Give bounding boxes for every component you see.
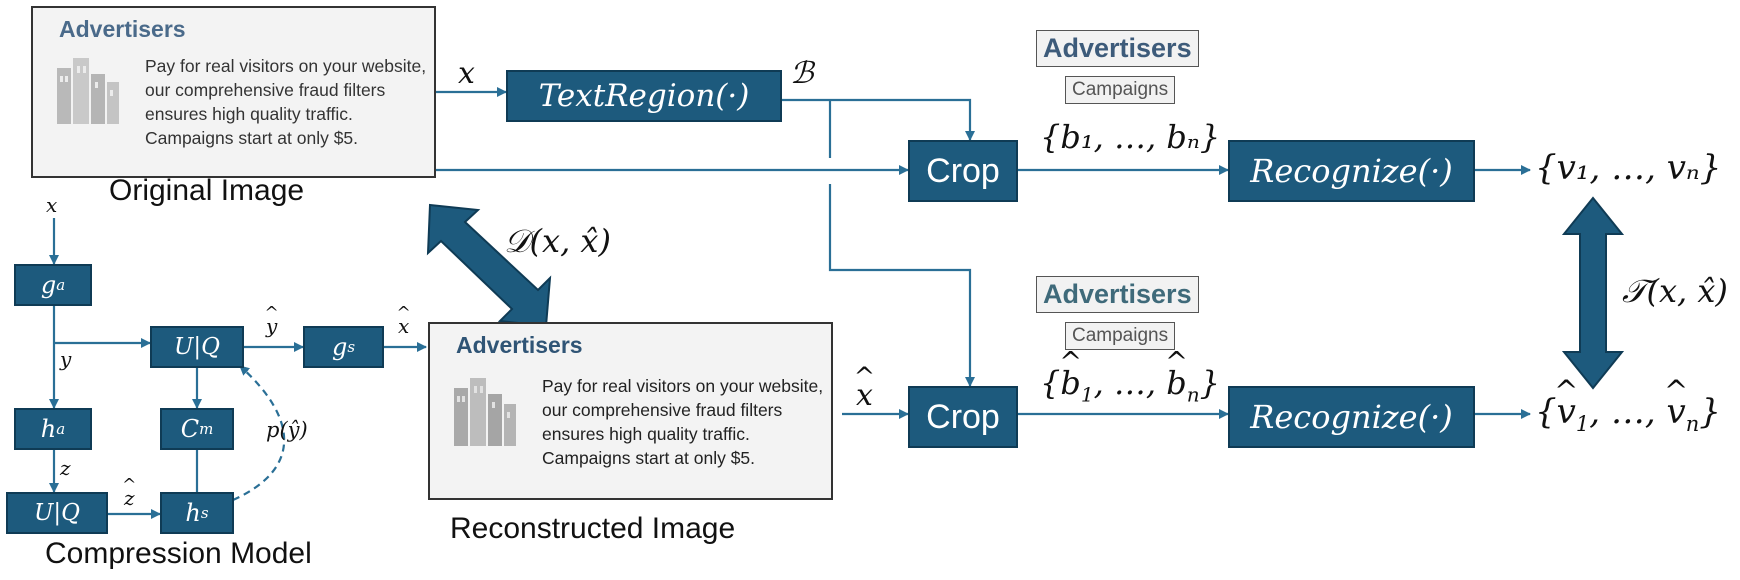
crop-bottom-sub: Campaigns xyxy=(1065,322,1176,350)
boxes-top: {b₁, …, bₙ} xyxy=(1040,118,1221,156)
label-z: z xyxy=(60,456,71,480)
original-image-caption: Original Image xyxy=(109,174,305,207)
arrow-phat-dashed xyxy=(232,365,286,502)
recognize-top-block: Recognize(·) xyxy=(1228,140,1475,202)
original-image: Advertisers Pay for real visitors on you… xyxy=(31,6,436,178)
label-x-input: x xyxy=(458,56,475,91)
crop-top-block: Crop xyxy=(908,140,1018,202)
text-metric-double-arrow xyxy=(1561,196,1625,390)
original-image-title: Advertisers xyxy=(59,16,186,42)
textregion-block: TextRegion(·) xyxy=(506,70,782,122)
label-y: y xyxy=(60,347,72,371)
outputs-top: {v₁, …, vₙ} xyxy=(1535,148,1722,188)
reconstructed-image-caption: Reconstructed Image xyxy=(450,512,736,545)
uq-bottom-block: U|Q xyxy=(6,492,108,534)
label-x-hat: x xyxy=(856,378,873,413)
text-metric-label: 𝒯(x, x̂) xyxy=(1622,272,1728,310)
label-y-hat: y xyxy=(266,314,277,338)
buildings-icon xyxy=(454,378,516,446)
label-z-hat: z xyxy=(124,486,135,510)
original-image-body: Pay for real visitors on your website, o… xyxy=(145,56,427,148)
uq-top-block: U|Q xyxy=(150,326,244,368)
crop-top-title: Advertisers xyxy=(1036,30,1199,67)
label-x: x xyxy=(46,193,58,217)
boxes-bottom: {b1, …, bn} xyxy=(1040,364,1220,406)
crop-bottom-block: Crop xyxy=(908,386,1018,448)
recognize-bottom-block: Recognize(·) xyxy=(1228,386,1475,448)
label-B: ℬ xyxy=(790,56,814,91)
distortion-label: 𝒟(x, x̂) xyxy=(504,222,611,260)
compression-model-caption: Compression Model xyxy=(45,537,312,570)
outputs-bottom: {v1, …, vn} xyxy=(1535,392,1721,436)
reconstructed-image-title: Advertisers xyxy=(456,332,583,358)
label-x-hat-small: x xyxy=(398,314,409,338)
reconstructed-image-body: Pay for real visitors on your website, o… xyxy=(542,376,824,468)
reconstructed-image: Advertisers Pay for real visitors on you… xyxy=(428,322,833,500)
line-B-down-lower xyxy=(828,184,975,387)
arrow-B-to-crop-top xyxy=(782,98,975,141)
label-p-y-hat: p(ŷ) xyxy=(266,418,308,442)
buildings-icon xyxy=(57,58,119,124)
crop-top-sub: Campaigns xyxy=(1065,76,1176,104)
crop-bottom-title: Advertisers xyxy=(1036,276,1199,313)
